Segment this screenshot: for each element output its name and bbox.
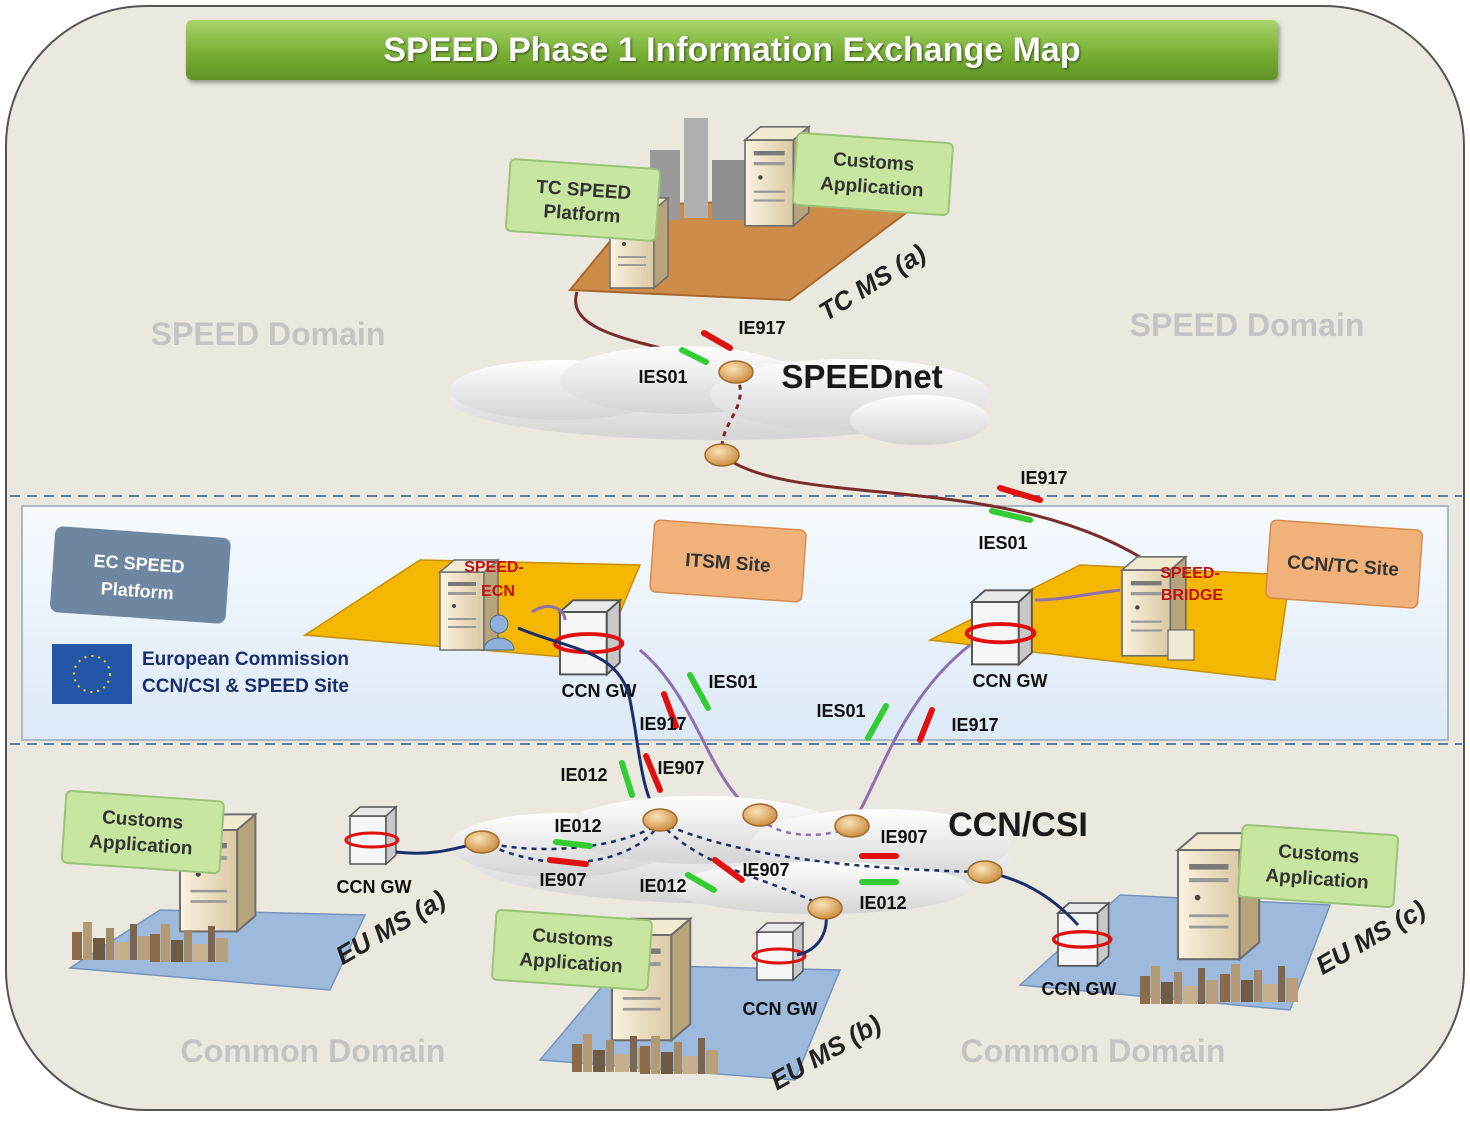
ec-site-line-2: CCN/CSI & SPEED Site xyxy=(142,676,349,697)
itsm-site-label: ITSM Site xyxy=(649,519,807,603)
msg-ie012-b: IE012 xyxy=(639,876,686,896)
speed-ecn-label-2: ECN xyxy=(481,583,515,600)
arrow-ie012-b xyxy=(685,872,717,893)
node-ccn-ec2 xyxy=(742,803,778,827)
arrow-ies01-ecgw xyxy=(687,672,711,711)
eu-c-customs-label: Customs Application xyxy=(1237,823,1399,909)
domain-label-common-right: Common Domain xyxy=(961,1033,1226,1069)
eu-a-ccn-gw-icon xyxy=(344,805,400,866)
link-ecn-ccncsi xyxy=(517,626,662,821)
eu-a-customs-label: Customs Application xyxy=(60,789,225,875)
msg-ie917-ecgw: IE917 xyxy=(639,714,686,734)
speednet-cloud xyxy=(450,346,990,445)
tc-platform-label: TC SPEED Platform xyxy=(505,158,661,242)
msg-ie012-c: IE012 xyxy=(859,893,906,913)
msg-ie917-bridge: IE917 xyxy=(1020,468,1067,488)
ec-site-line-1: European Commission xyxy=(142,649,349,670)
node-ccn-ec xyxy=(642,808,678,832)
eu-c-ccn-gw-icon xyxy=(1051,901,1113,968)
tc-customs-label: Customs Application xyxy=(791,131,954,217)
link-speednet-bridge xyxy=(721,453,1146,562)
node-ccn-bridge xyxy=(834,814,870,838)
link-ecn-gw xyxy=(531,605,567,621)
domain-label-speed-right: SPEED Domain xyxy=(1130,307,1365,343)
msg-ie907-b: IE907 xyxy=(742,860,789,880)
msg-ie907-c: IE907 xyxy=(880,827,927,847)
eu-a-ccn-gw-label: CCN GW xyxy=(337,877,412,897)
msg-ie012-up: IE012 xyxy=(560,765,607,785)
arrow-ie917-bridgegw xyxy=(917,707,935,743)
ec-ccn-gw-left-label: CCN GW xyxy=(562,681,637,701)
speednet-internal-link xyxy=(720,374,742,453)
speed-bridge-label-1: SPEED- xyxy=(1160,565,1220,582)
speed-bridge-label-2: BRIDGE xyxy=(1161,587,1224,604)
ec-ccn-gw-right-icon xyxy=(964,588,1037,667)
arrow-ie917-bridge xyxy=(997,485,1043,503)
domain-label-common-left: Common Domain xyxy=(181,1033,446,1069)
ccn-csi-label: CCN/CSI xyxy=(948,806,1088,844)
arrow-ie907-down xyxy=(643,753,663,793)
arrow-ie907-b xyxy=(712,857,745,883)
msg-ies01-bridge: IES01 xyxy=(978,533,1027,553)
node-speednet-bottom xyxy=(704,443,740,467)
speed-ecn-label-1: SPEED- xyxy=(464,559,524,576)
eu-flag-icon xyxy=(52,644,132,704)
ccn-internal-a2 xyxy=(481,821,662,864)
eu-c-ccn-gw-label: CCN GW xyxy=(1042,979,1117,999)
msg-ie012-a: IE012 xyxy=(554,816,601,836)
eu-b-customs-label: Customs Application xyxy=(491,908,653,992)
msg-ie907-down: IE907 xyxy=(657,758,704,778)
ec-ccn-gw-left-icon xyxy=(552,598,625,677)
arrow-ies01-bridgegw xyxy=(865,703,889,741)
node-ccn-a xyxy=(464,830,500,854)
ec-platform-label: EC SPEED Platform xyxy=(50,526,231,624)
arrow-ie012-up xyxy=(619,760,635,798)
arrow-ie012-a xyxy=(553,839,593,849)
user-icon xyxy=(483,614,515,651)
link-bridge-gw xyxy=(1034,588,1121,602)
msg-ie917-bridgegw: IE917 xyxy=(951,715,998,735)
eu-b-ccn-gw-icon xyxy=(751,921,807,982)
link-bridge-gw-ccncsi xyxy=(850,643,971,826)
ec-ccn-gw-right-label: CCN GW xyxy=(973,671,1048,691)
msg-ie907-a: IE907 xyxy=(539,870,586,890)
eu-b-ccn-gw-label: CCN GW xyxy=(743,999,818,1019)
page-title: SPEED Phase 1 Information Exchange Map xyxy=(186,20,1278,80)
msg-ies01-bridgegw: IES01 xyxy=(816,701,865,721)
node-ccn-b xyxy=(807,896,843,920)
arrow-ie917-ecgw xyxy=(661,691,679,729)
arrow-ie917-tc xyxy=(701,330,733,351)
speednet-label: SPEEDnet xyxy=(781,358,942,395)
msg-ies01-ecgw: IES01 xyxy=(708,672,757,692)
node-speednet-top xyxy=(718,360,754,384)
ccn-tc-site-label: CCN/TC Site xyxy=(1265,519,1424,609)
msg-ie917-tc: IE917 xyxy=(738,318,785,338)
folder-icon xyxy=(1167,629,1195,661)
domain-label-speed-left: SPEED Domain xyxy=(151,316,386,352)
msg-ies01-tc: IES01 xyxy=(638,367,687,387)
arrow-ie907-a xyxy=(547,857,589,867)
arrow-ies01-tc xyxy=(679,347,709,365)
ccn-internal-b xyxy=(659,821,826,910)
arrow-ies01-bridge xyxy=(989,508,1033,523)
node-ccn-c xyxy=(967,860,1003,884)
